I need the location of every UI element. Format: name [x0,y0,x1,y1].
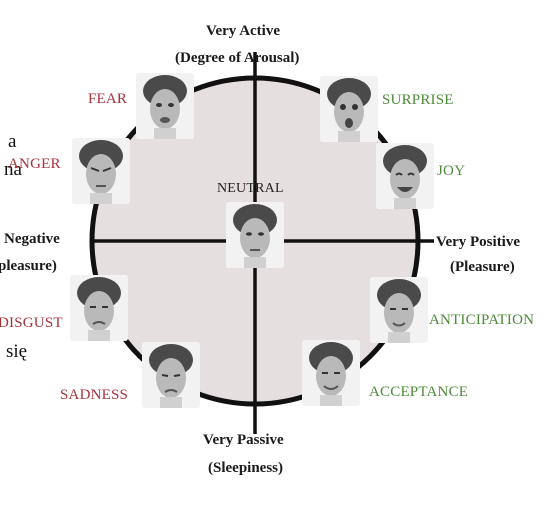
stray-text-na: na [4,159,22,180]
emotion-label-anger: ANGER [8,156,61,172]
axis-left-subtitle: pleasure) [0,258,57,274]
face-neutral-photo [226,202,284,268]
face-disgust-photo [70,275,128,341]
face-acceptance-photo [302,340,360,406]
emotion-label-disgust: DISGUST [0,315,63,331]
emotion-label-sadness: SADNESS [60,387,129,403]
axis-right-title: Very Positive [436,234,521,250]
face-sadness-photo [142,342,200,408]
face-surprise-photo [320,76,378,142]
axis-top-subtitle: (Degree of Arousal) [175,50,300,66]
emotion-label-surprise: SURPRISE [382,92,454,108]
axis-bottom-title: Very Passive [203,432,284,448]
emotion-label-joy: JOY [437,163,466,179]
stray-text-sie: się [6,341,28,362]
emotion-label-acceptance: ACCEPTANCE [369,384,469,400]
face-anticipation-photo [370,277,428,343]
axis-left-title: Negative [4,231,60,247]
stray-text-a: a [8,131,17,152]
face-joy-photo [376,143,434,209]
face-anger-photo [72,138,130,204]
emotion-label-fear: FEAR [88,91,128,107]
axis-bottom-subtitle: (Sleepiness) [208,460,283,476]
face-fear-photo [136,73,194,139]
axis-top-title: Very Active [206,23,281,39]
emotion-label-anticipation: ANTICIPATION [429,312,535,328]
axis-right-subtitle: (Pleasure) [450,259,515,275]
emotion-label-neutral: NEUTRAL [217,181,284,196]
